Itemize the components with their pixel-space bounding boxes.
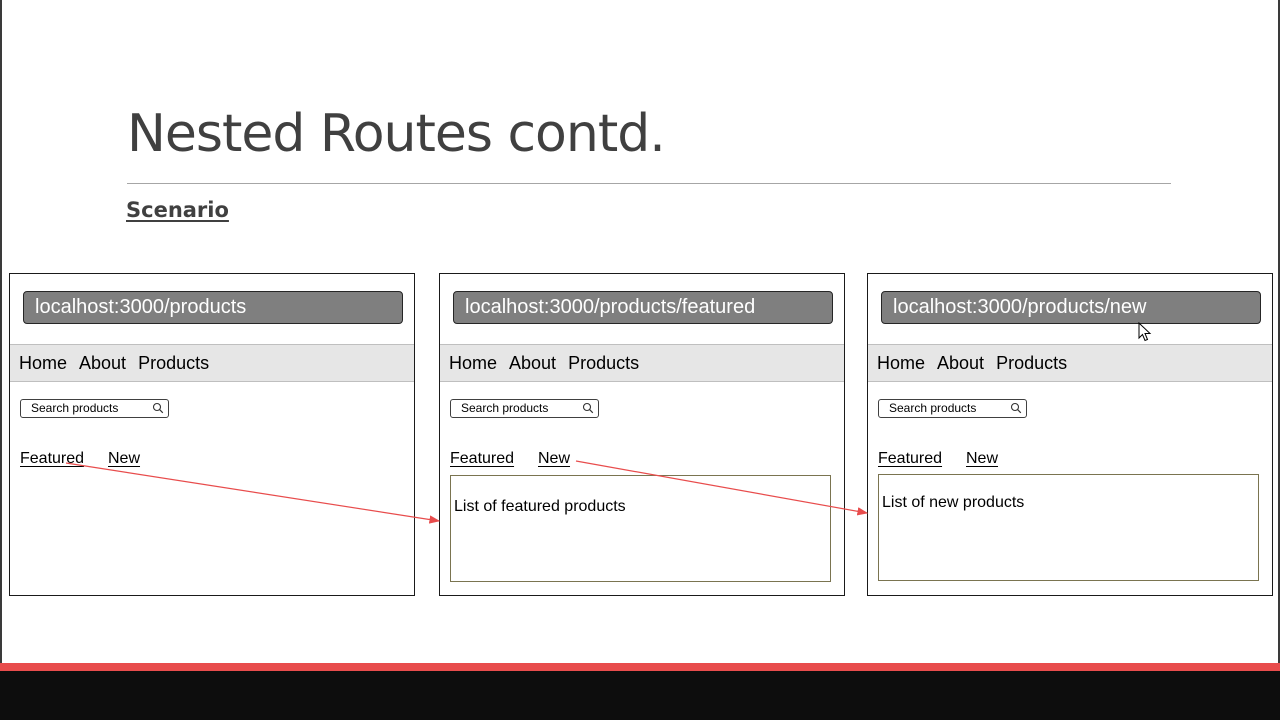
browser-mockup-new: localhost:3000/products/new Home About P…	[867, 273, 1273, 596]
new-products-panel: List of new products	[878, 474, 1259, 581]
search-icon	[152, 402, 164, 414]
browser-mockup-featured: localhost:3000/products/featured Home Ab…	[439, 273, 845, 596]
title-divider	[127, 183, 1171, 184]
nav-link-home[interactable]: Home	[449, 352, 498, 373]
slide-edge-left	[0, 0, 2, 663]
accent-bar	[0, 663, 1280, 671]
nav-link-products[interactable]: Products	[138, 352, 210, 373]
nav-link-products[interactable]: Products	[568, 352, 640, 373]
new-products-text: List of new products	[882, 494, 1025, 511]
nav-link-home[interactable]: Home	[19, 352, 68, 373]
search-input[interactable]: Search products	[878, 399, 1027, 418]
footer-bar	[0, 671, 1280, 720]
nav-link-home[interactable]: Home	[877, 352, 926, 373]
search-placeholder: Search products	[31, 401, 119, 415]
address-bar[interactable]: localhost:3000/products	[23, 291, 403, 324]
search-icon	[582, 402, 594, 414]
sublink-new[interactable]: New	[108, 450, 141, 467]
nav-link-about[interactable]: About	[937, 352, 985, 373]
slide-edge-right	[1278, 0, 1280, 663]
search-input[interactable]: Search products	[450, 399, 599, 418]
sublink-featured[interactable]: Featured	[450, 450, 515, 467]
nav-link-about[interactable]: About	[79, 352, 127, 373]
nav-link-about[interactable]: About	[509, 352, 557, 373]
search-placeholder: Search products	[889, 401, 977, 415]
slide-title: Nested Routes contd.	[127, 104, 666, 164]
nav-link-products[interactable]: Products	[996, 352, 1068, 373]
search-icon	[1010, 402, 1022, 414]
address-bar[interactable]: localhost:3000/products/new	[881, 291, 1261, 324]
nav-bar: Home About Products	[10, 344, 414, 382]
mouse-pointer-icon	[1138, 322, 1152, 342]
nav-bar: Home About Products	[440, 344, 844, 382]
featured-products-panel: List of featured products	[450, 475, 831, 582]
browser-mockup-products: localhost:3000/products Home About Produ…	[9, 273, 415, 596]
sublink-featured[interactable]: Featured	[878, 450, 943, 467]
sublink-new[interactable]: New	[538, 450, 571, 467]
search-placeholder: Search products	[461, 401, 549, 415]
address-bar[interactable]: localhost:3000/products/featured	[453, 291, 833, 324]
slide-subtitle: Scenario	[126, 198, 229, 222]
sublink-new[interactable]: New	[966, 450, 999, 467]
nav-bar: Home About Products	[868, 344, 1272, 382]
search-input[interactable]: Search products	[20, 399, 169, 418]
sublink-featured[interactable]: Featured	[20, 450, 85, 467]
featured-products-text: List of featured products	[454, 498, 626, 515]
